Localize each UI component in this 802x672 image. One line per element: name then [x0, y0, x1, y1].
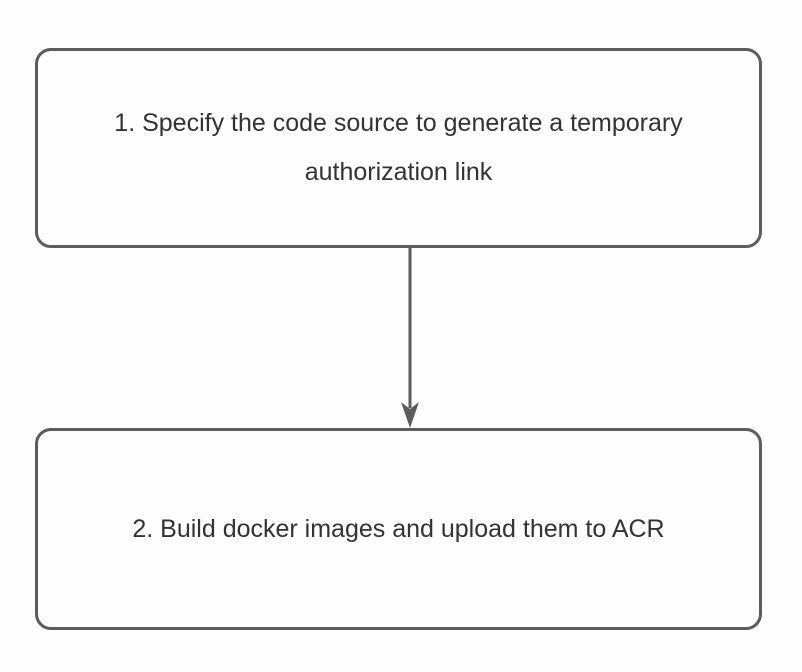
flow-node-step2: 2. Build docker images and upload them t… — [35, 428, 762, 630]
flow-node-step1: 1. Specify the code source to generate a… — [35, 48, 762, 248]
down-arrow-connector — [401, 248, 419, 428]
flow-node-step2-label: 2. Build docker images and upload them t… — [132, 514, 665, 543]
flow-node-step1-label: 1. Specify the code source to generate a… — [114, 109, 683, 186]
